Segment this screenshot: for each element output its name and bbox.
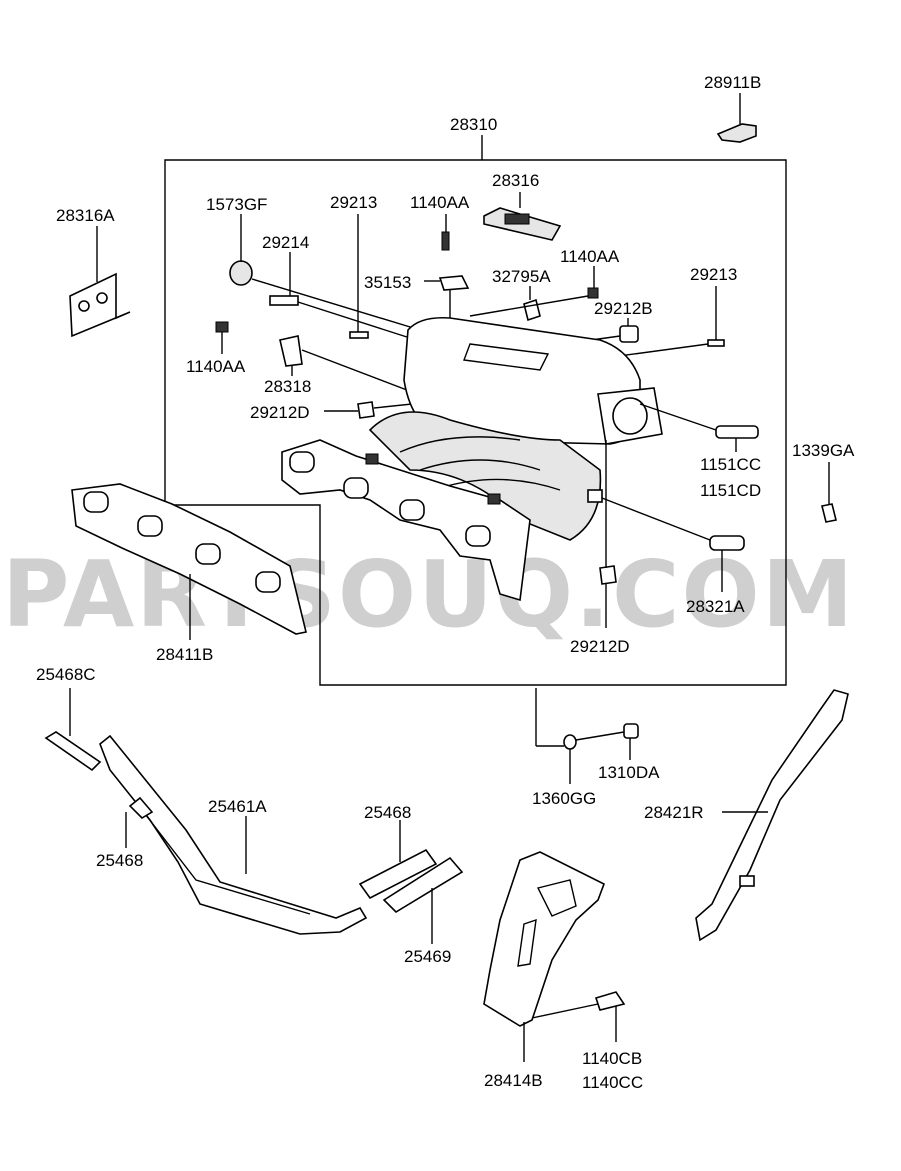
part-28321A-fitting[interactable] <box>587 489 745 592</box>
label-28411B: 28411B <box>156 645 213 664</box>
label-29212D-b: 29212D <box>570 637 630 656</box>
label-29212B: 29212B <box>594 299 653 318</box>
part-35153-clip[interactable] <box>424 275 470 318</box>
label-25468-a: 25468 <box>96 851 143 870</box>
part-28310-intake-manifold[interactable] <box>281 316 663 602</box>
label-25469: 25469 <box>404 947 451 966</box>
part-1140AA-bolt-left[interactable] <box>215 321 229 354</box>
part-25469-hose[interactable] <box>382 856 464 944</box>
watermark-text: PARTSOUQ.COM <box>2 541 855 648</box>
part-28318-bracket[interactable] <box>279 335 421 396</box>
part-1339GA-clip[interactable] <box>821 462 837 523</box>
label-28316: 28316 <box>492 171 539 190</box>
part-1151CC-sensor[interactable] <box>639 403 759 452</box>
part-28911B-bracket[interactable] <box>716 93 757 143</box>
label-1310DA: 1310DA <box>598 763 660 782</box>
part-1360GG-washer[interactable] <box>535 688 577 784</box>
part-25468-hose-right[interactable] <box>358 820 438 900</box>
label-29214: 29214 <box>262 233 309 252</box>
label-28318: 28318 <box>264 377 311 396</box>
part-25468-hose-left[interactable] <box>125 796 154 848</box>
part-1573GF-plug[interactable] <box>229 214 421 331</box>
label-1151CC: 1151CC <box>700 455 761 474</box>
label-1140AA-a: 1140AA <box>410 193 470 212</box>
label-1140AA-c: 1140AA <box>186 357 246 376</box>
label-25468C: 25468C <box>36 665 96 684</box>
part-28414B-bracket[interactable] <box>483 851 606 1062</box>
label-28414B: 28414B <box>484 1071 543 1090</box>
part-1310DA-nut[interactable] <box>575 723 639 760</box>
part-29213-pin-a[interactable] <box>349 214 369 339</box>
part-25468C-hose[interactable] <box>44 688 102 772</box>
label-29212D-a: 29212D <box>250 403 310 422</box>
label-32795A: 32795A <box>492 267 551 286</box>
part-25461A-pipe[interactable] <box>99 734 368 935</box>
label-29213-b: 29213 <box>690 265 737 284</box>
label-1339GA: 1339GA <box>792 441 855 460</box>
part-28316-cover[interactable] <box>483 192 562 241</box>
label-25461A: 25461A <box>208 797 267 816</box>
label-1151CD: 1151CD <box>700 481 761 500</box>
part-28421R-rod[interactable] <box>695 689 849 942</box>
part-1140AA-bolt-right[interactable] <box>469 266 599 317</box>
label-28316A: 28316A <box>56 206 115 225</box>
label-28310: 28310 <box>450 115 497 134</box>
part-29214-stud[interactable] <box>269 252 411 339</box>
part-1140AA-bolt-top[interactable] <box>441 214 450 251</box>
label-28321A: 28321A <box>686 597 745 616</box>
label-28421R: 28421R <box>644 803 704 822</box>
label-1140AA-b: 1140AA <box>560 247 620 266</box>
part-32795A-fitting[interactable] <box>523 286 541 322</box>
label-1360GG: 1360GG <box>532 789 596 808</box>
label-25468-b: 25468 <box>364 803 411 822</box>
part-28316A-bracket[interactable] <box>69 226 131 338</box>
part-28411B-gasket[interactable] <box>71 483 307 640</box>
label-1140CB: 1140CB <box>582 1049 642 1068</box>
label-28911B: 28911B <box>704 73 761 92</box>
part-1140CB-bolt[interactable] <box>531 991 626 1042</box>
label-1573GF: 1573GF <box>206 195 267 214</box>
label-29213-a: 29213 <box>330 193 377 212</box>
label-1140CC: 1140CC <box>582 1073 643 1092</box>
part-29212D-fitting-b[interactable] <box>599 440 617 628</box>
label-35153: 35153 <box>364 273 411 292</box>
